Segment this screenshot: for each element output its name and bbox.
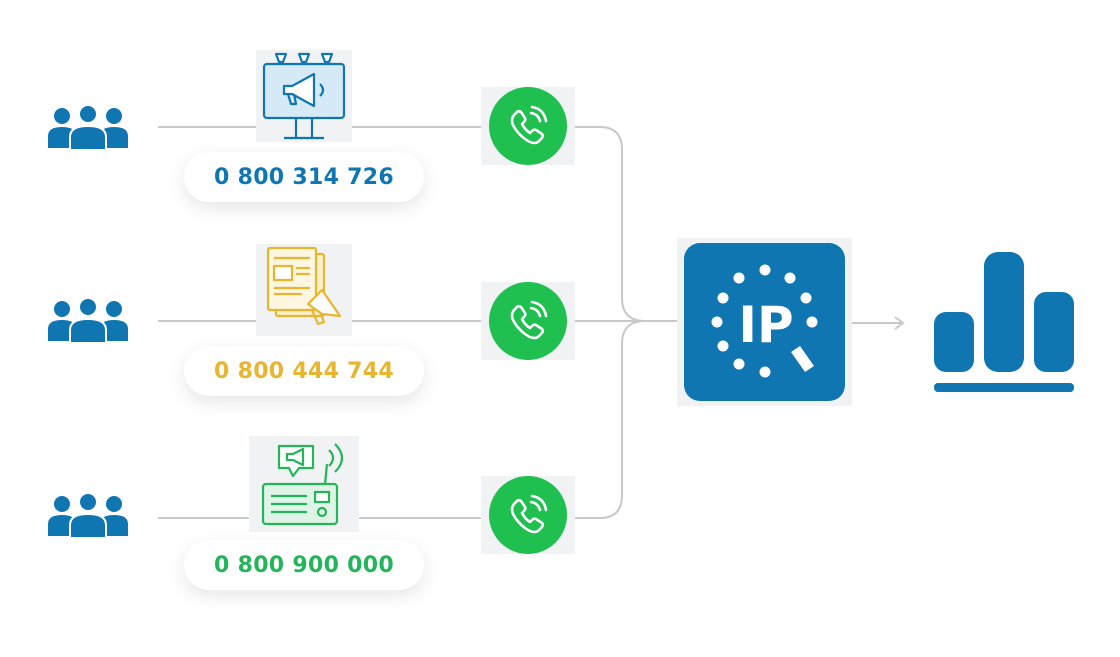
phone-call-icon <box>489 87 567 165</box>
people-group-icon <box>48 297 128 344</box>
ip-tracking-logo: IP <box>684 243 845 401</box>
phone-number-pill: 0 800 314 726 <box>184 152 424 202</box>
people-group-icon <box>48 104 128 151</box>
call-icon-box <box>481 476 575 554</box>
newspaper-megaphone-icon <box>266 246 342 326</box>
bar-chart-icon <box>934 252 1074 392</box>
phone-number: 0 800 444 744 <box>214 358 394 384</box>
phone-number-pill: 0 800 900 000 <box>184 540 424 590</box>
radio-broadcast-icon <box>261 443 344 526</box>
phone-number: 0 800 314 726 <box>214 164 394 190</box>
phone-call-icon <box>489 476 567 554</box>
phone-number-pill: 0 800 444 744 <box>184 346 424 396</box>
billboard-icon-box <box>256 50 352 142</box>
newspaper-icon-box <box>256 244 352 336</box>
ip-label: IP <box>738 296 793 354</box>
people-group-icon <box>48 492 128 539</box>
call-icon-box <box>481 87 575 165</box>
phone-number: 0 800 900 000 <box>214 552 394 578</box>
ip-hub: IP <box>677 238 852 406</box>
billboard-megaphone-icon <box>262 52 346 140</box>
phone-call-icon <box>489 282 567 360</box>
call-icon-box <box>481 282 575 360</box>
radio-icon-box <box>249 436 359 532</box>
